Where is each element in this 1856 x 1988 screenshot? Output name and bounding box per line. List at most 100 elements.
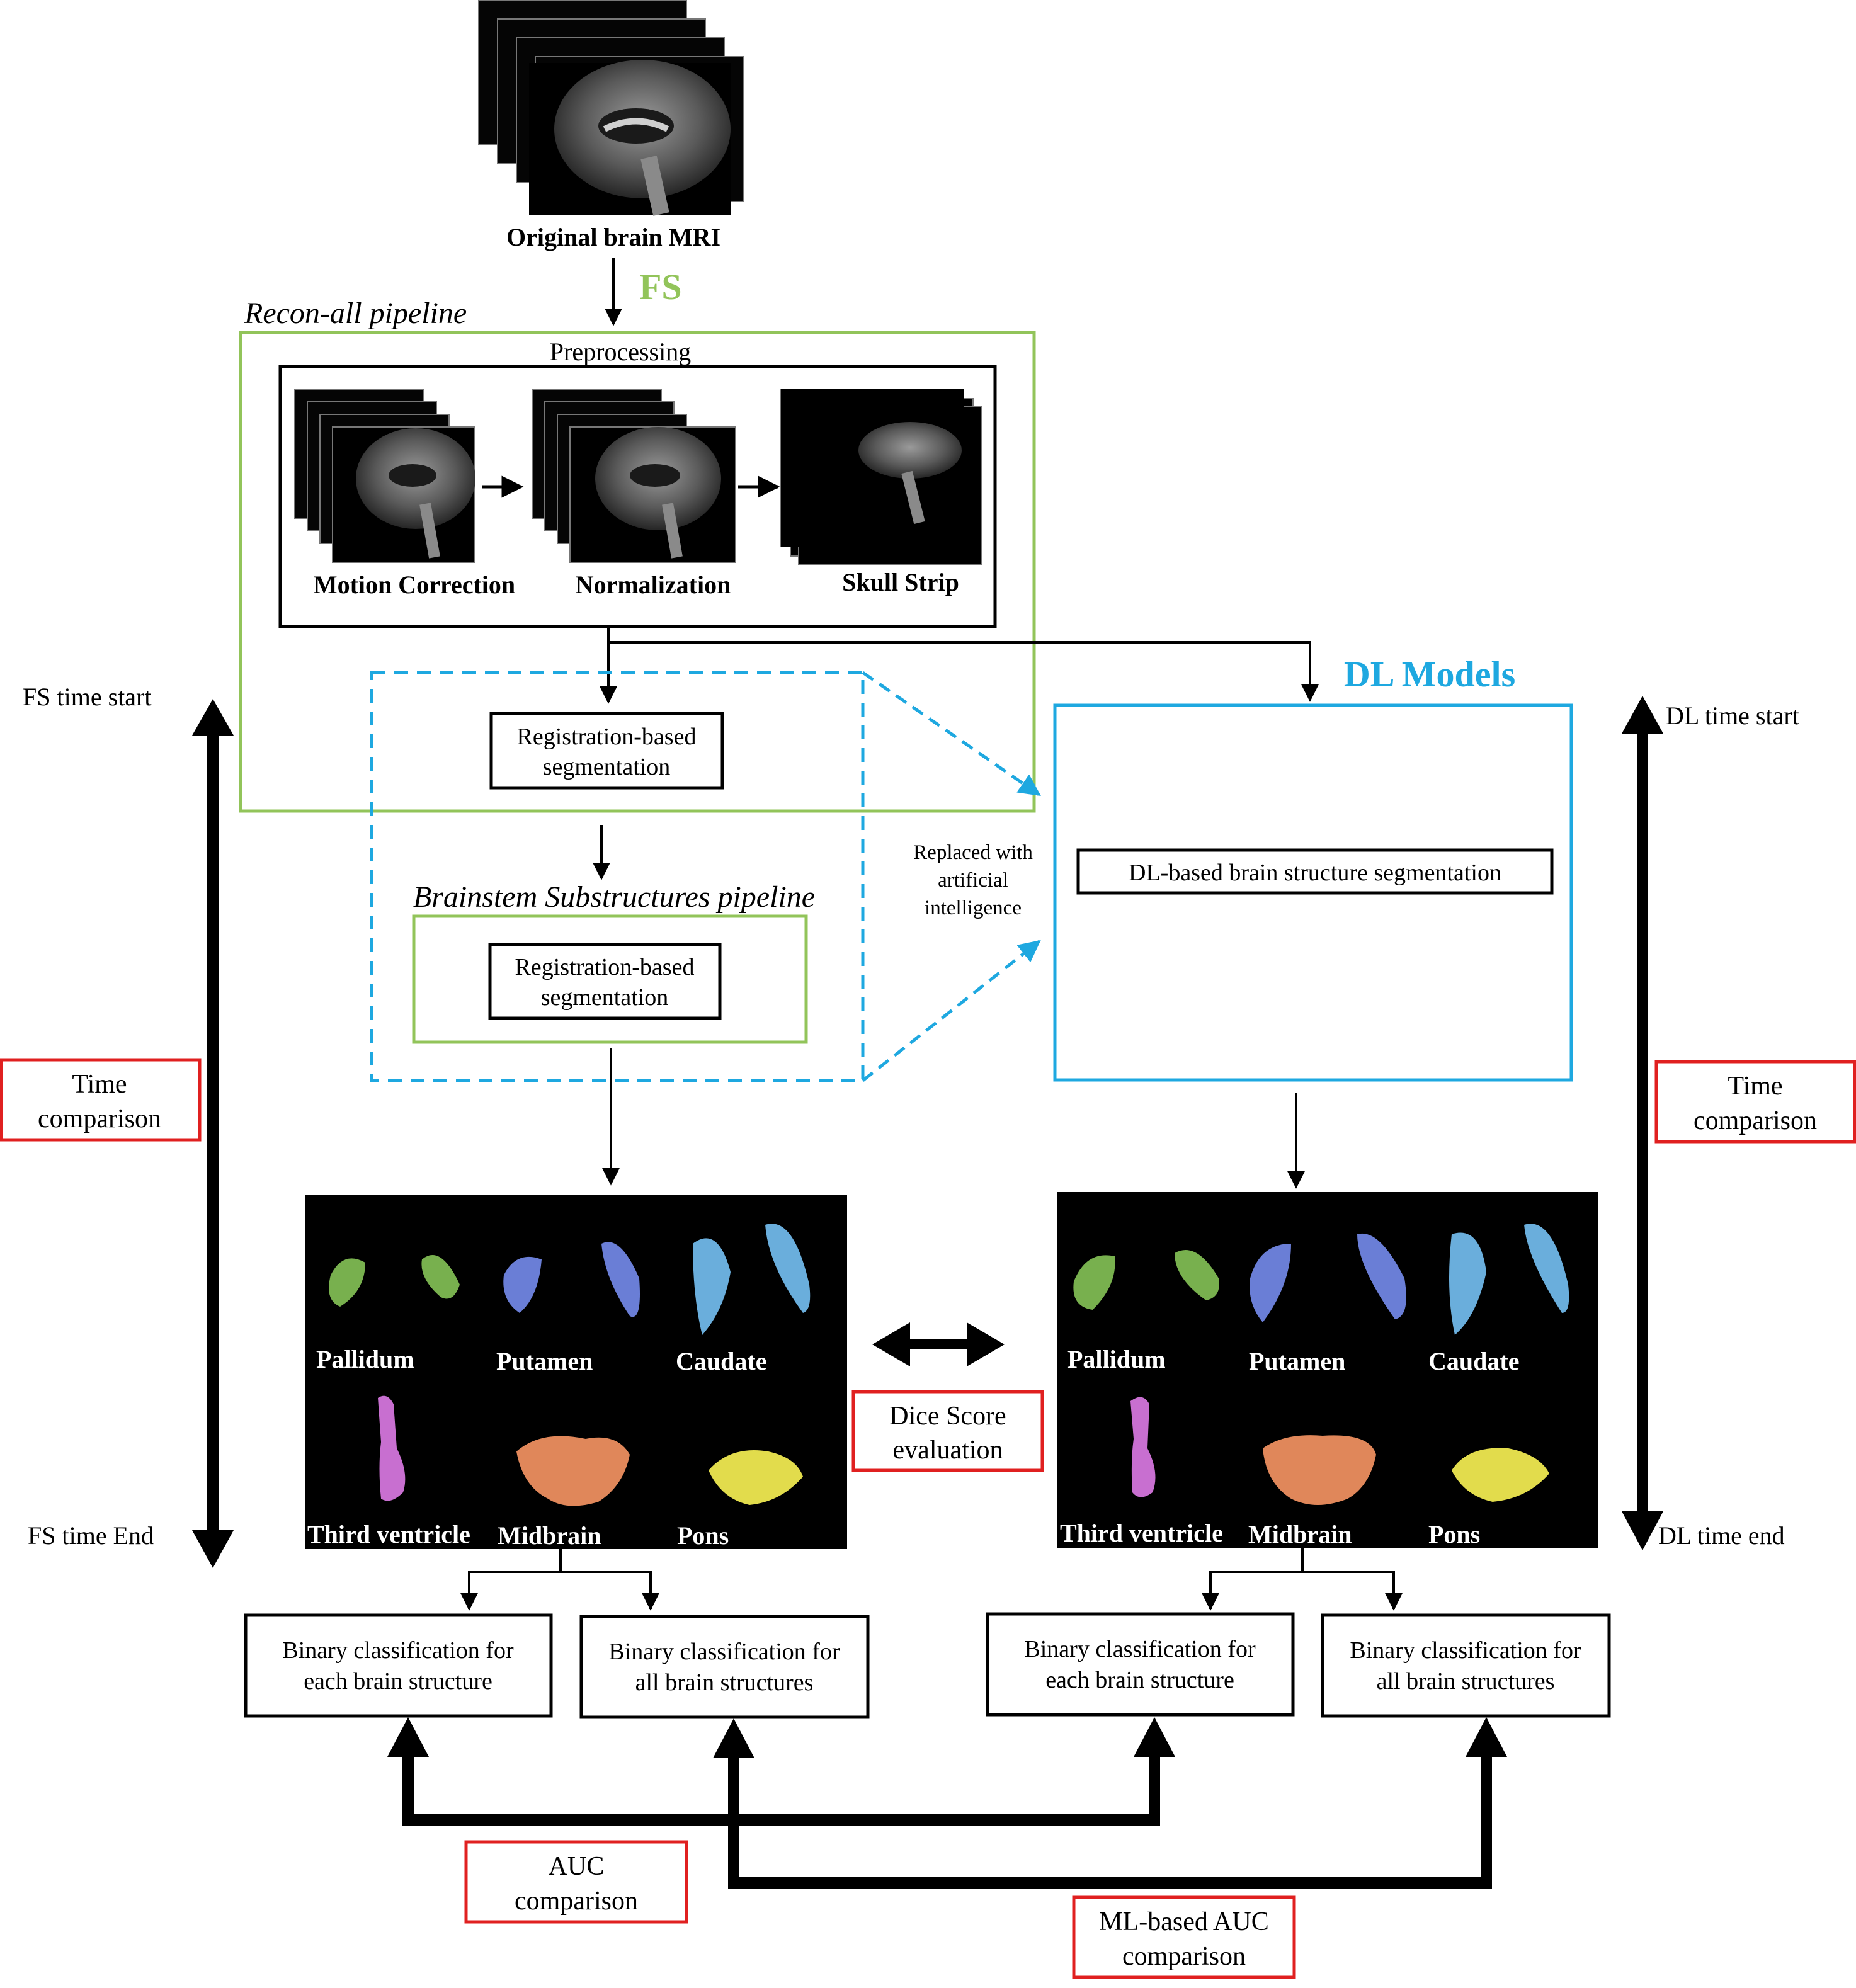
fs-segmentation-results: Pallidum Putamen Caudate Third ventricle… bbox=[305, 1195, 847, 1550]
registration-seg-box-1 bbox=[489, 712, 724, 790]
dice-score-line1: Dice Score bbox=[889, 1402, 1006, 1431]
replace-arrow-bottom bbox=[862, 940, 1041, 1082]
auc-comparison-connector bbox=[387, 1717, 1175, 1826]
dl-binary-all-box bbox=[1321, 1613, 1611, 1718]
arrow-dl-to-all bbox=[1302, 1571, 1403, 1611]
recon-all-label: Recon-all pipeline bbox=[244, 297, 467, 330]
fs-putamen-left bbox=[503, 1256, 542, 1313]
dl-putamen-label: Putamen bbox=[1249, 1347, 1345, 1375]
fs-binary-each-box bbox=[244, 1613, 553, 1718]
arrow-pre-to-dl bbox=[608, 641, 1319, 702]
fs-time-comparison-line2: comparison bbox=[38, 1105, 161, 1133]
fs-binary-each-line2: each brain structure bbox=[304, 1668, 492, 1695]
dl-models-box bbox=[1053, 703, 1573, 1082]
fs-caudate-right bbox=[765, 1224, 811, 1313]
fs-binary-all-line2: all brain structures bbox=[635, 1669, 814, 1696]
fs-putamen-label: Putamen bbox=[496, 1347, 593, 1375]
dl-third-ventricle bbox=[1130, 1397, 1156, 1497]
fs-third-ventricle bbox=[378, 1395, 406, 1501]
fs-binary-all-line1: Binary classification for bbox=[608, 1639, 840, 1665]
dl-segmentation-box bbox=[1076, 848, 1554, 895]
ml-auc-comparison-connector bbox=[713, 1717, 1507, 1889]
replace-arrow-top bbox=[862, 671, 1041, 797]
dl-time-end-label: DL time end bbox=[1658, 1521, 1785, 1550]
dice-score-line2: evaluation bbox=[893, 1436, 1003, 1465]
motion-correction-image bbox=[294, 389, 475, 563]
dl-third-ventricle-label: Third ventricle bbox=[1060, 1519, 1223, 1547]
normalization-label: Normalization bbox=[576, 571, 731, 599]
ml-auc-comparison-line1: ML-based AUC bbox=[1099, 1907, 1268, 1936]
dl-pallidum-right bbox=[1175, 1250, 1219, 1300]
fs-time-comparison-line1: Time bbox=[72, 1070, 127, 1099]
dl-time-start-label: DL time start bbox=[1666, 701, 1799, 730]
auc-comparison-line1: AUC bbox=[549, 1852, 605, 1881]
skull-strip-label: Skull Strip bbox=[842, 568, 959, 596]
auc-comparison-line2: comparison bbox=[515, 1887, 638, 1916]
motion-correction-label: Motion Correction bbox=[314, 571, 515, 599]
fs-caudate-left bbox=[693, 1238, 731, 1335]
arrow-fs-to-each bbox=[460, 1549, 562, 1611]
registration-seg-2-line1: Registration-based bbox=[515, 954, 695, 980]
dl-time-comparison-box bbox=[1654, 1060, 1856, 1144]
dl-segmentation-results: Pallidum Putamen Caudate Third ventricle… bbox=[1057, 1192, 1598, 1548]
fs-caudate-label: Caudate bbox=[676, 1347, 766, 1375]
dl-binary-each-line1: Binary classification for bbox=[1024, 1636, 1256, 1662]
registration-seg-1-line1: Registration-based bbox=[517, 724, 697, 750]
fs-binary-all-box bbox=[579, 1615, 870, 1719]
fs-label: FS bbox=[639, 266, 682, 307]
fs-time-arrow bbox=[192, 699, 234, 1568]
dl-caudate-left bbox=[1449, 1232, 1486, 1335]
dl-binary-each-box bbox=[986, 1612, 1295, 1717]
ml-auc-comparison-box bbox=[1072, 1895, 1296, 1979]
dl-time-arrow bbox=[1622, 696, 1663, 1550]
preprocessing-box bbox=[278, 365, 997, 628]
fs-pallidum-right bbox=[421, 1255, 460, 1299]
dl-midbrain bbox=[1263, 1435, 1376, 1505]
dl-putamen-left bbox=[1250, 1244, 1291, 1322]
replaced-line2: artificial bbox=[938, 869, 1008, 892]
mri-brain-image bbox=[529, 60, 731, 216]
fs-pons-label: Pons bbox=[677, 1521, 729, 1550]
arrow-dl-to-each bbox=[1202, 1548, 1304, 1611]
dl-binary-all-line1: Binary classification for bbox=[1350, 1637, 1581, 1664]
fs-pallidum-left bbox=[329, 1258, 365, 1307]
registration-seg-2-line2: segmentation bbox=[541, 984, 669, 1011]
dl-models-label: DL Models bbox=[1344, 654, 1515, 695]
dice-score-box bbox=[851, 1390, 1044, 1472]
dl-midbrain-label: Midbrain bbox=[1248, 1520, 1352, 1548]
skull-strip-image bbox=[780, 389, 982, 565]
dl-pons-label: Pons bbox=[1428, 1520, 1480, 1548]
dl-binary-each-line2: each brain structure bbox=[1045, 1667, 1234, 1693]
dl-pallidum-left bbox=[1073, 1255, 1115, 1310]
fs-time-comparison-box bbox=[0, 1058, 202, 1142]
dl-pons bbox=[1452, 1448, 1549, 1502]
dice-double-arrow bbox=[872, 1322, 1005, 1366]
replaced-line1: Replaced with bbox=[913, 841, 1033, 864]
fs-midbrain bbox=[516, 1436, 630, 1506]
original-mri-label: Original brain MRI bbox=[506, 223, 720, 251]
ml-auc-comparison-line2: comparison bbox=[1122, 1942, 1246, 1971]
normalization-image bbox=[532, 389, 736, 563]
dl-caudate-label: Caudate bbox=[1428, 1347, 1519, 1375]
fs-pons bbox=[709, 1450, 803, 1505]
replaced-line3: intelligence bbox=[925, 897, 1022, 919]
auc-comparison-box bbox=[464, 1840, 688, 1924]
dl-caudate-right bbox=[1524, 1224, 1569, 1313]
dl-time-comparison-line1: Time bbox=[1728, 1072, 1782, 1101]
arrow-fs-to-all bbox=[561, 1571, 659, 1611]
original-mri-stack bbox=[478, 0, 744, 216]
dl-putamen-right bbox=[1357, 1233, 1406, 1319]
preprocessing-label: Preprocessing bbox=[550, 338, 691, 366]
recon-all-box bbox=[239, 331, 1036, 813]
registration-seg-box-2 bbox=[488, 943, 722, 1020]
fs-time-end-label: FS time End bbox=[28, 1521, 154, 1550]
fs-replaced-region bbox=[370, 671, 865, 1082]
brainstem-box bbox=[412, 914, 808, 1044]
registration-seg-1-line2: segmentation bbox=[543, 754, 671, 780]
dl-pallidum-label: Pallidum bbox=[1067, 1345, 1166, 1373]
dl-binary-all-line2: all brain structures bbox=[1377, 1668, 1555, 1695]
fs-third-ventricle-label: Third ventricle bbox=[307, 1520, 470, 1548]
brainstem-label: Brainstem Substructures pipeline bbox=[413, 880, 815, 914]
dl-time-comparison-line2: comparison bbox=[1694, 1106, 1817, 1135]
